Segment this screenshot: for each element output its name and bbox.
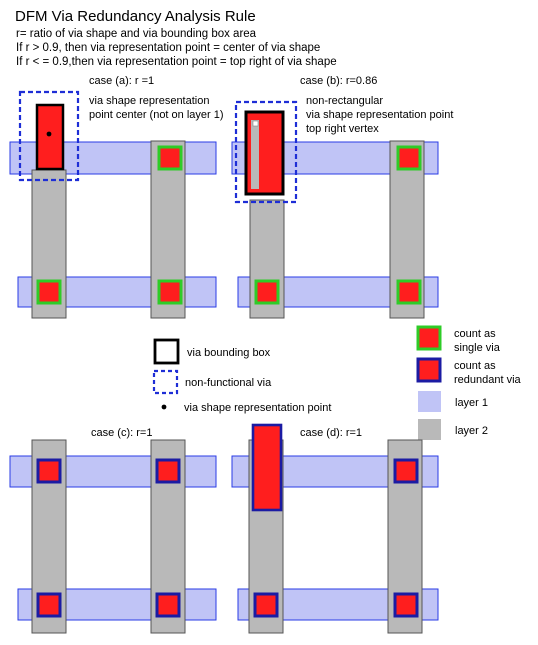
legend-layer2-label: layer 2 <box>455 425 488 437</box>
case-a-single-via <box>157 145 183 171</box>
legend-bounding-box-swatch <box>153 338 180 365</box>
case-b-single-via <box>396 145 422 171</box>
legend-redundant-via-label: redundant via <box>454 374 522 386</box>
definition-rule-high: If r > 0.9, then via representation poin… <box>16 42 320 54</box>
case-b-single-via <box>396 279 422 305</box>
case-a-label: case (a): r =1 <box>89 75 154 87</box>
legend-layer1-label: layer 1 <box>455 397 488 409</box>
case-a-single-via <box>157 279 183 305</box>
right-legend: count as single via count as redundant v… <box>416 325 522 440</box>
case-c: case (c): r=1 <box>9 427 217 634</box>
case-b-note: via shape representation point <box>306 109 453 121</box>
case-d-redundant-via <box>393 592 419 618</box>
case-a-single-via <box>36 279 62 305</box>
case-b-via-notch <box>251 120 259 189</box>
case-a-via-bounding-box <box>35 103 65 171</box>
legend-rep-point-swatch <box>161 404 167 410</box>
legend-redundant-via-label: count as <box>454 360 496 372</box>
case-a: case (a): r =1 via shape representation … <box>9 75 224 319</box>
case-a-note: point center (not on layer 1) <box>89 109 224 121</box>
case-a-note: via shape representation <box>89 95 209 107</box>
case-b: case (b): r=0.86 non-rectangular via sha… <box>231 75 453 319</box>
case-b-rep-point-marker <box>252 120 259 127</box>
diagram-title: DFM Via Redundancy Analysis Rule <box>15 8 256 25</box>
legend-bounding-box-label: via bounding box <box>187 347 271 359</box>
legend-nonfunctional-swatch <box>152 369 179 395</box>
case-d-label: case (d): r=1 <box>300 427 362 439</box>
case-b-note: non-rectangular <box>306 95 383 107</box>
legend-nonfunctional-label: non-functional via <box>185 377 272 389</box>
case-d: case (d): r=1 <box>231 423 439 634</box>
case-b-single-via <box>254 279 280 305</box>
definition-ratio: r= ratio of via shape and via bounding b… <box>16 28 257 40</box>
legend-single-via-label: count as <box>454 328 496 340</box>
legend-single-via-swatch <box>416 325 442 351</box>
definition-rule-low: If r < = 0.9,then via representation poi… <box>16 56 337 68</box>
case-b-label: case (b): r=0.86 <box>300 75 377 87</box>
center-legend: via bounding box non-functional via via … <box>152 338 331 414</box>
case-c-redundant-via <box>155 592 181 618</box>
legend-layer1-swatch <box>418 391 441 412</box>
legend-single-via-label: single via <box>454 342 501 354</box>
case-c-redundant-via <box>36 592 62 618</box>
case-c-redundant-via <box>36 458 62 484</box>
legend-layer2-swatch <box>418 419 441 440</box>
case-d-redundant-via <box>393 458 419 484</box>
case-c-label: case (c): r=1 <box>91 427 152 439</box>
case-d-redundant-via <box>253 592 279 618</box>
case-a-nonfunctional-outline <box>18 90 80 182</box>
case-a-rep-point <box>46 131 52 137</box>
case-b-note: top right vertex <box>306 123 379 135</box>
case-c-redundant-via <box>155 458 181 484</box>
legend-rep-point-label: via shape representation point <box>184 402 331 414</box>
legend-redundant-via-swatch <box>416 357 442 383</box>
case-d-redundant-via-large <box>251 423 283 512</box>
